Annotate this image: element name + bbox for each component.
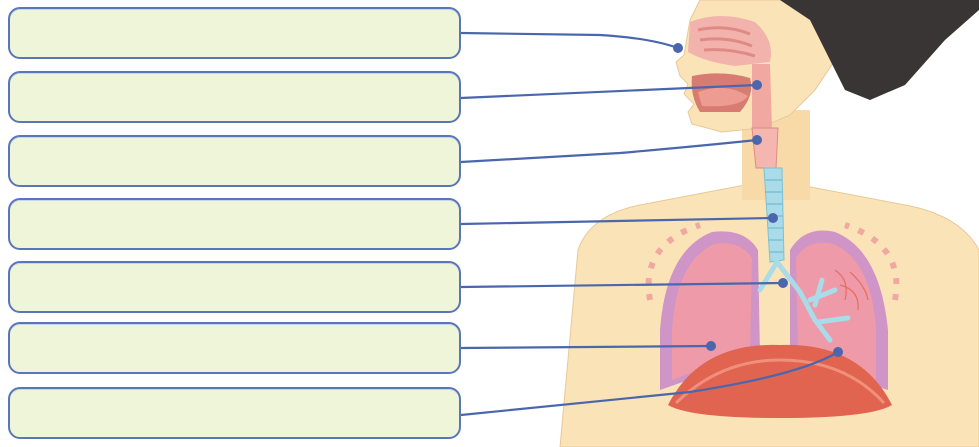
pointer-dot-trachea <box>768 213 778 223</box>
label-box-nose[interactable] <box>8 7 461 59</box>
leader-line-nose <box>461 33 678 48</box>
label-box-bronchi[interactable] <box>8 261 461 313</box>
leader-line-larynx <box>461 140 757 162</box>
pointer-dot-diaphragm <box>833 347 843 357</box>
pointer-dot-larynx <box>752 135 762 145</box>
pointer-dot-lung <box>706 341 716 351</box>
pointer-dot-bronchi <box>778 278 788 288</box>
pointer-dot-pharynx <box>752 80 762 90</box>
pointer-dot-nose <box>673 43 683 53</box>
label-box-trachea[interactable] <box>8 198 461 250</box>
pharynx-tube <box>752 64 772 130</box>
label-box-diaphragm[interactable] <box>8 387 461 439</box>
larynx-shape <box>752 128 778 168</box>
label-box-larynx[interactable] <box>8 135 461 187</box>
label-box-pharynx[interactable] <box>8 71 461 123</box>
label-box-lung[interactable] <box>8 322 461 374</box>
